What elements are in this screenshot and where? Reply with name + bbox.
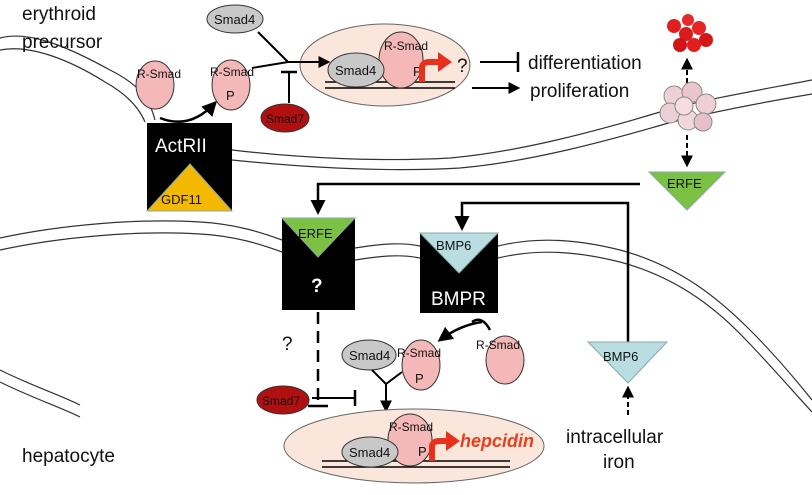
hep-rsmad-unphos: [485, 335, 525, 385]
erfe-to-liver-arrow: [310, 182, 640, 215]
erythroid-label-2: precursor: [22, 32, 103, 53]
hepatocyte-label: hepatocyte: [22, 446, 115, 467]
bmpr-label: BMPR: [431, 289, 486, 310]
rsmad-phos-label: R-Smad: [210, 65, 254, 79]
gdf11-ligand: [145, 163, 234, 212]
red-blood-cells: [667, 14, 713, 52]
unknown-receptor-label: ?: [311, 276, 323, 297]
intracellular-label-2: iron: [603, 452, 635, 473]
hepcidin-label: hepcidin: [460, 431, 534, 451]
inhibition-question: ?: [282, 334, 293, 355]
bmp6-intracellular-label: BMP6: [603, 349, 638, 364]
erfe-bound: [280, 217, 357, 258]
erfe-secreted: [647, 171, 727, 211]
erythroid-label-1: erythroid: [22, 4, 96, 25]
bmp6-bound: [418, 232, 500, 274]
reticulocytes: [659, 81, 717, 132]
hep-transcription-arrow: [429, 438, 448, 461]
hep-transcription-arrowhead: [446, 431, 460, 451]
hep-nuclear-rsmad-label: R-Smad: [389, 420, 433, 434]
rsmad-unphos-label: R-Smad: [137, 67, 181, 81]
hepatocyte-membrane: [0, 220, 812, 418]
gdf11-label: GDF11: [161, 192, 202, 207]
hep-smad4: [341, 339, 397, 371]
rsmad-link: [251, 61, 289, 69]
hep-nuclear-smad4: [341, 436, 399, 468]
erfe-bound-label: ERFE: [298, 226, 333, 241]
rsmad-unphos: [135, 60, 175, 110]
hep-rsmad-phos-label: R-Smad: [397, 346, 441, 360]
smad4-label: Smad4: [214, 12, 255, 27]
proliferation-label: proliferation: [530, 81, 629, 102]
hep-smad4-label: Smad4: [349, 348, 390, 363]
hep-smad7-label: Smad7: [262, 394, 300, 408]
hep-phosphorylation-arrow: [437, 320, 483, 342]
hep-rsmad-unphos-label: R-Smad: [476, 338, 520, 352]
hep-nuclear-smad4-label: Smad4: [349, 445, 390, 460]
bmp6-intracellular: [586, 341, 669, 384]
hep-rsmad-phos: [401, 339, 441, 391]
nuclear-smad4-label: Smad4: [335, 63, 376, 78]
rsmad-phos: [211, 59, 251, 111]
hep-rsmad-phos-p: P: [415, 371, 424, 386]
smad4: [206, 4, 264, 34]
bmp6-to-receptor-arrow: [454, 201, 630, 342]
nuclear-rsmad-p: P: [413, 64, 422, 79]
smad7: [260, 103, 310, 133]
differentiation-label: differentiation: [528, 53, 642, 74]
transcription-arrow: [419, 59, 440, 82]
hep-smad4-link: [371, 369, 387, 385]
rsmad-phos-p: P: [226, 88, 235, 103]
actrii-label: ActRII: [155, 136, 207, 157]
hep-phospho-curve: [471, 318, 492, 331]
smad7-label: Smad7: [266, 112, 304, 126]
hep-rsmad-link: [385, 371, 403, 385]
transcription-arrowhead: [438, 52, 452, 72]
intracellular-label-1: intracellular: [566, 427, 664, 448]
nuclear-question: ?: [457, 56, 468, 77]
phosphorylation-arrow: [159, 100, 218, 123]
smad4-link: [257, 31, 289, 63]
erfe-secreted-label: ERFE: [667, 176, 702, 191]
hep-smad7: [256, 385, 310, 415]
nuclear-rsmad-label: R-Smad: [384, 39, 428, 53]
nuclear-smad4: [327, 52, 385, 88]
hep-nuclear-rsmad-p: P: [418, 444, 427, 459]
bmp6-bound-label: BMP6: [436, 238, 471, 253]
